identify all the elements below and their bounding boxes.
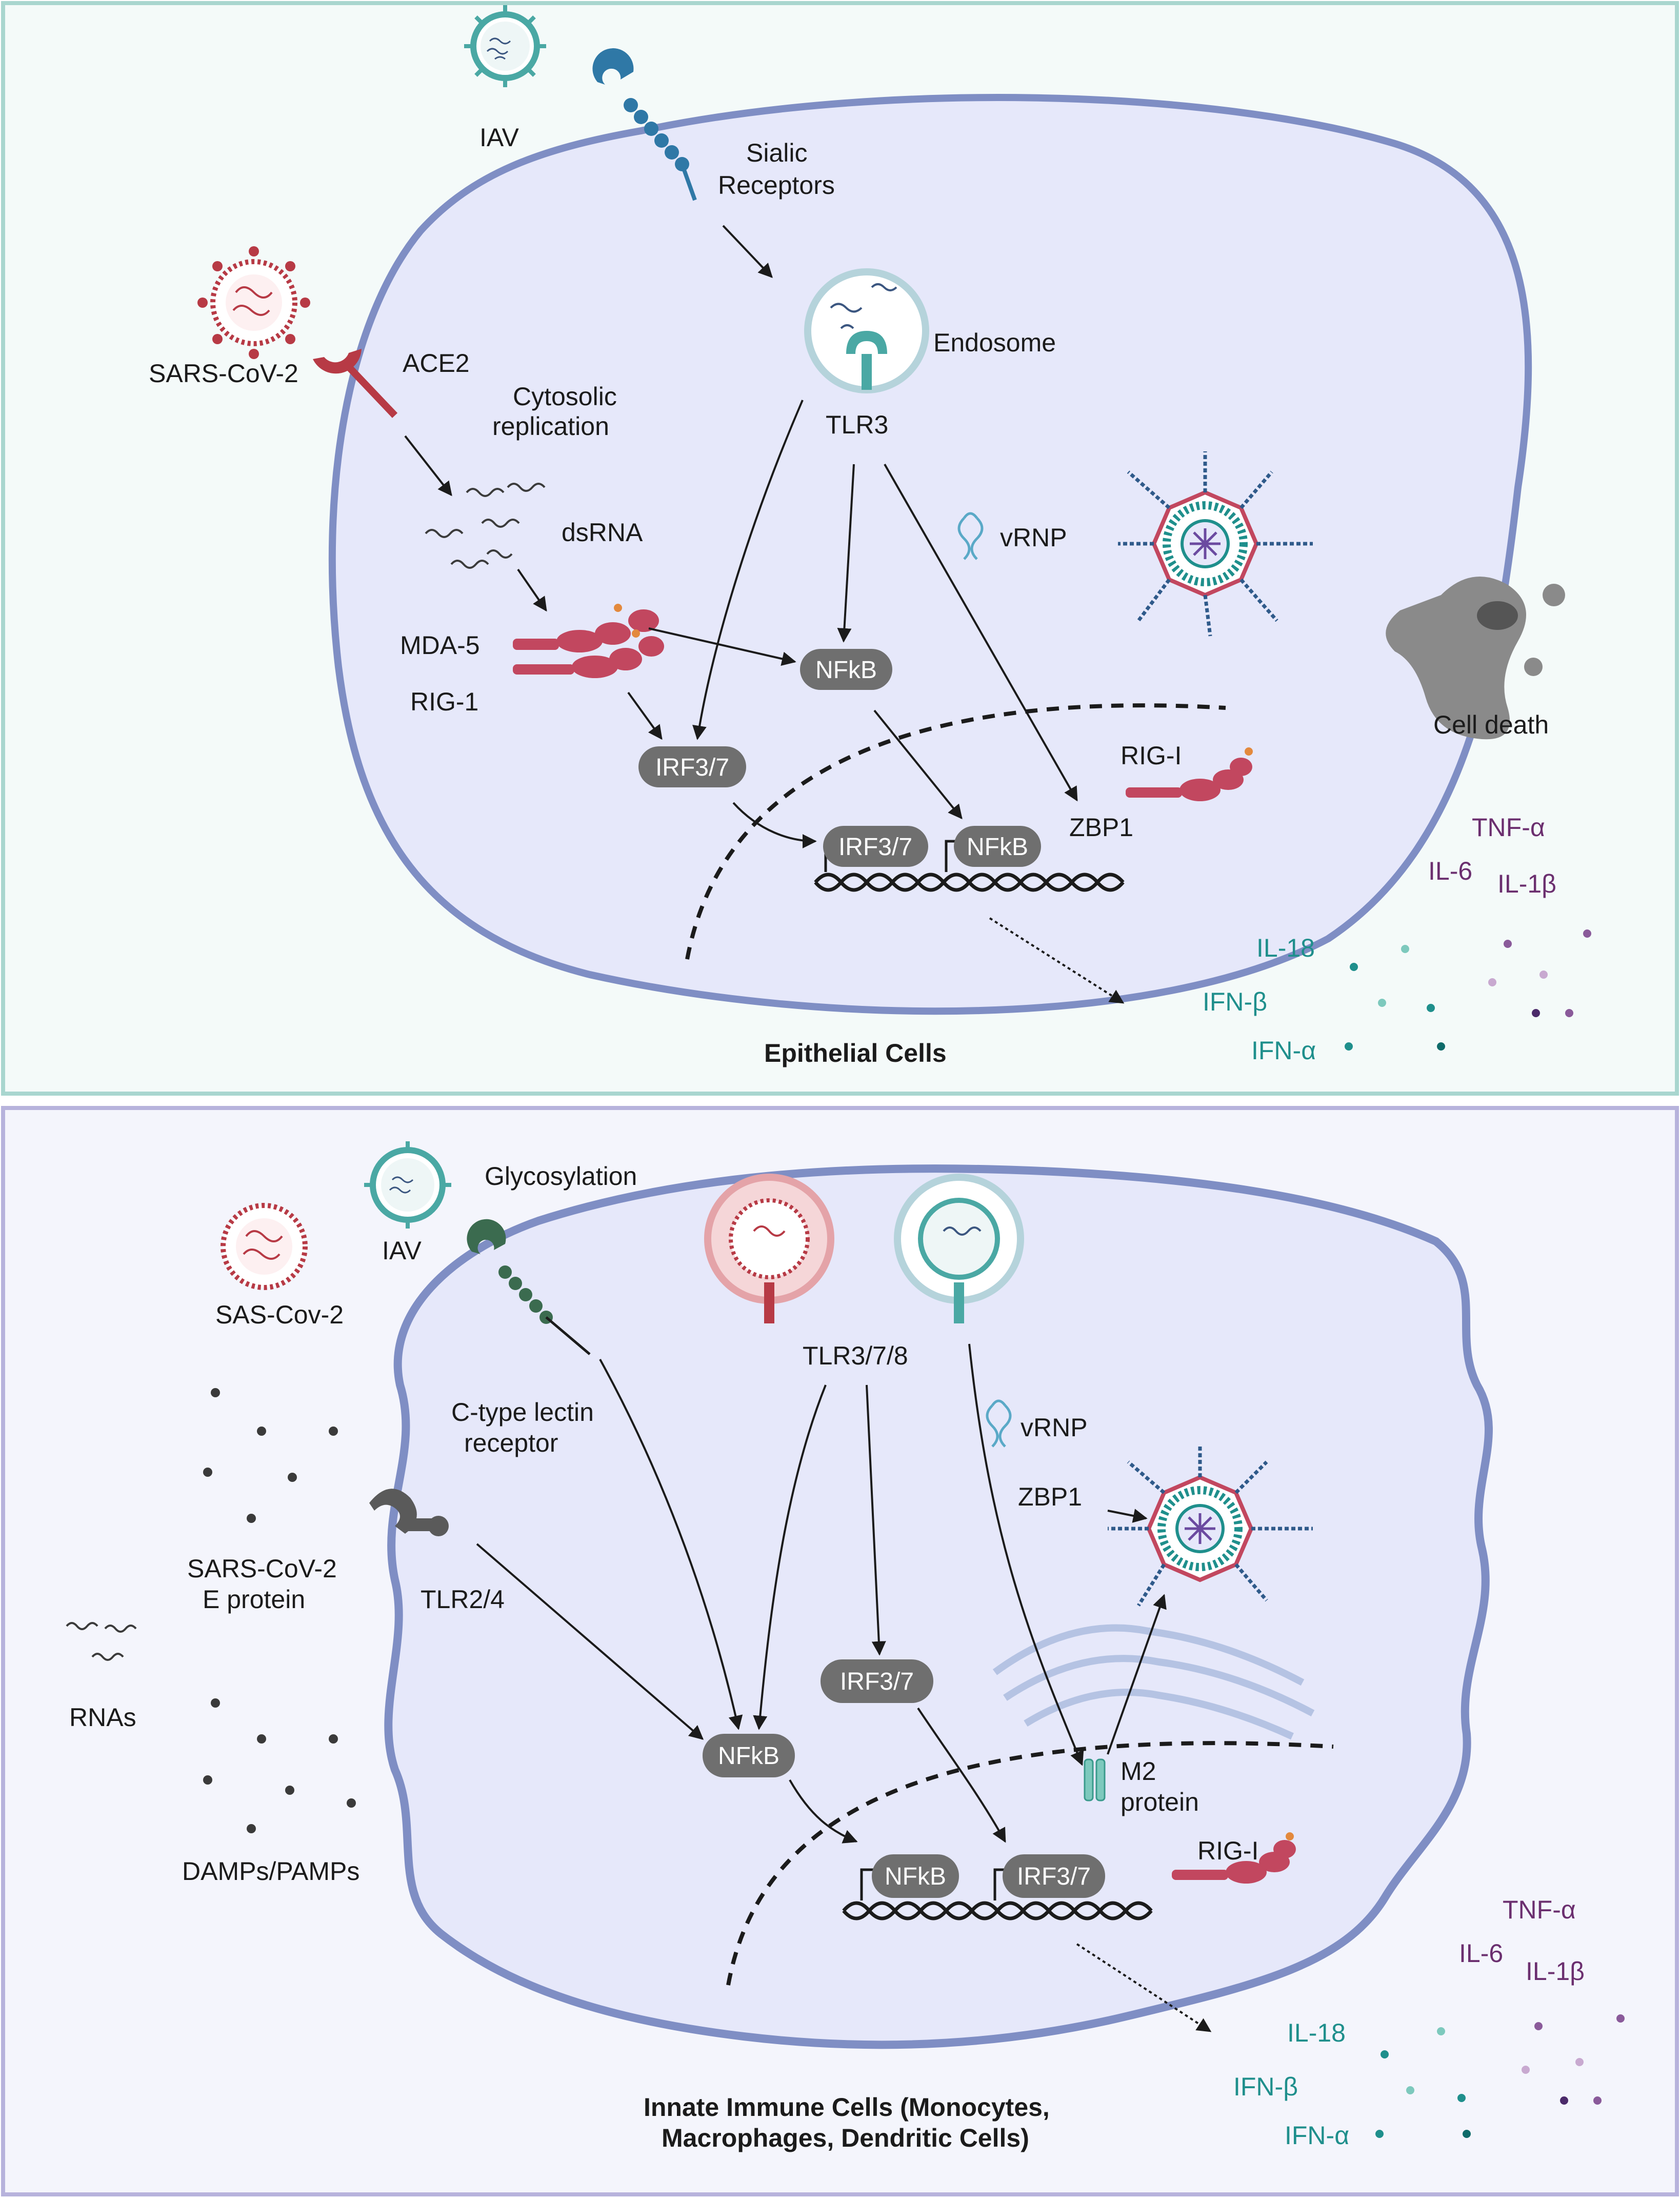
- top-nfkb-box: NFkB: [800, 649, 892, 690]
- bottom-iav-virus-icon: [364, 1141, 451, 1229]
- damp-pamp-dots: [203, 1388, 356, 1833]
- sascov2-label: SAS-Cov-2: [215, 1300, 344, 1329]
- top-ifnb-label: IFN-β: [1203, 987, 1267, 1016]
- bottom-irf37-nucleus-box: IRF3/7: [1003, 1854, 1105, 1898]
- top-iav-label: IAV: [479, 123, 519, 152]
- top-rigi-icon: [1126, 747, 1253, 801]
- bottom-zbp1-label: ZBP1: [1018, 1482, 1082, 1511]
- bottom-pathway-arrows: [476, 1343, 1167, 1844]
- bottom-cytokine-dots: [1375, 2014, 1625, 2138]
- sars-endosome-icon: [704, 1174, 834, 1323]
- svg-text:NFkB: NFkB: [885, 1863, 946, 1890]
- bottom-nfkb-box: NFkB: [703, 1734, 795, 1777]
- top-il6-label: IL-6: [1428, 857, 1472, 885]
- top-panel-title: Epithelial Cells: [764, 1039, 947, 1067]
- bottom-panel-title-2: Macrophages, Dendritic Cells): [662, 2124, 1029, 2152]
- top-dna-icon: [814, 873, 1125, 892]
- top-il18-label: IL-18: [1256, 934, 1315, 962]
- bottom-virion-assembly-icon: [1108, 1447, 1313, 1607]
- cell-death-icon: [1386, 577, 1565, 740]
- endosome-label: Endosome: [933, 328, 1056, 357]
- top-pathway-arrows: [404, 225, 1078, 848]
- ctype-label-2: receptor: [464, 1429, 558, 1457]
- bottom-ifnb-label: IFN-β: [1233, 2072, 1298, 2101]
- svg-text:NFkB: NFkB: [815, 657, 877, 684]
- bottom-iav-label: IAV: [382, 1236, 422, 1265]
- cytosolic-label-2: replication: [492, 412, 609, 441]
- eprotein-label-1: SARS-CoV-2: [187, 1554, 337, 1583]
- bottom-vrnp-label: vRNP: [1021, 1413, 1088, 1442]
- tlr24-label: TLR2/4: [421, 1585, 505, 1614]
- damps-label: DAMPs/PAMPs: [182, 1857, 359, 1886]
- top-il1b-label: IL-1β: [1497, 869, 1556, 898]
- bottom-tnfa-label: TNF-α: [1503, 1895, 1576, 1924]
- sialic-label-1: Sialic: [746, 138, 807, 167]
- ace2-receptor-icon: [313, 349, 398, 418]
- bottom-vrnp-icon: [986, 1399, 1012, 1448]
- bottom-nuclear-membrane: [726, 1741, 1334, 1986]
- top-secretion-arrow: [989, 917, 1125, 1004]
- top-tnfa-label: TNF-α: [1472, 813, 1545, 842]
- ace2-label: ACE2: [403, 349, 470, 378]
- top-rigi-label: RIG-I: [1121, 741, 1182, 770]
- bottom-panel-title-1: Innate Immune Cells (Monocytes,: [644, 2093, 1050, 2122]
- bottom-rigi-label: RIG-I: [1197, 1836, 1258, 1865]
- rnas-icon: [66, 1622, 137, 1661]
- top-nuclear-membrane: [685, 703, 1226, 960]
- c-type-lectin-receptor-icon: [467, 1219, 591, 1355]
- bottom-dna-icon: [842, 1901, 1153, 1920]
- iav-virus-icon: [464, 5, 546, 87]
- iav-endosome-icon: [894, 1174, 1024, 1323]
- bottom-rigi-icon: [1172, 1832, 1296, 1884]
- svg-text:IRF3/7: IRF3/7: [838, 834, 912, 861]
- bottom-secretion-arrow: [1076, 1943, 1212, 2032]
- ctype-label-1: C-type lectin: [451, 1398, 594, 1427]
- sialic-label-2: Receptors: [718, 171, 835, 200]
- golgi-er-icon: [992, 1624, 1315, 1740]
- m2-protein-icon: [1084, 1758, 1106, 1801]
- tlr24-receptor-icon: [369, 1489, 449, 1536]
- glycosylation-label: Glycosylation: [485, 1162, 637, 1191]
- m2-label-2: protein: [1121, 1788, 1199, 1816]
- cytosolic-label-1: Cytosolic: [513, 382, 617, 411]
- bottom-il6-label: IL-6: [1459, 1939, 1503, 1968]
- bottom-ifna-label: IFN-α: [1285, 2121, 1349, 2150]
- eprotein-label-2: E protein: [203, 1585, 305, 1614]
- bottom-irf37-box: IRF3/7: [821, 1659, 933, 1703]
- m2-label-1: M2: [1121, 1757, 1156, 1786]
- dsrna-label: dsRNA: [562, 518, 643, 547]
- top-ifna-label: IFN-α: [1251, 1036, 1316, 1065]
- virion-assembly-icon: [1118, 451, 1313, 637]
- top-sarscov2-label: SARS-CoV-2: [149, 359, 298, 388]
- svg-text:NFkB: NFkB: [967, 834, 1028, 861]
- top-cytokine-dots: [1345, 929, 1591, 1051]
- sialic-receptor-icon: [592, 48, 697, 201]
- rnas-label: RNAs: [69, 1703, 136, 1732]
- bottom-il18-label: IL-18: [1287, 2018, 1346, 2047]
- cell-death-label: Cell death: [1433, 710, 1549, 739]
- mda5-label: MDA-5: [400, 631, 480, 660]
- svg-text:IRF3/7: IRF3/7: [655, 754, 729, 781]
- svg-text:IRF3/7: IRF3/7: [1017, 1863, 1091, 1890]
- sars-cov-2-virus-icon: [197, 246, 310, 359]
- tlr3-label: TLR3: [826, 410, 888, 439]
- tlr378-label: TLR3/7/8: [803, 1341, 908, 1370]
- top-vrnp-label: vRNP: [1000, 523, 1067, 552]
- svg-text:NFkB: NFkB: [718, 1742, 779, 1770]
- top-irf37-box: IRF3/7: [638, 746, 746, 787]
- dsrna-icon: [425, 483, 546, 569]
- rig1-label: RIG-1: [410, 687, 478, 716]
- bottom-nfkb-nucleus-box: NFkB: [872, 1854, 959, 1898]
- vrnp-icon: [957, 512, 984, 560]
- immune-cell: [384, 1164, 1493, 2049]
- bottom-il1b-label: IL-1β: [1526, 1957, 1585, 1986]
- bottom-sars-cov-2-virus-icon: [221, 1203, 308, 1290]
- svg-text:IRF3/7: IRF3/7: [840, 1668, 914, 1695]
- endosome-icon: [804, 268, 929, 393]
- top-nfkb-nucleus-box: NFkB: [954, 826, 1041, 867]
- top-irf37-nucleus-box: IRF3/7: [823, 826, 928, 867]
- top-zbp1-label: ZBP1: [1069, 813, 1133, 842]
- mda5-rig1-protein-icon: [513, 604, 664, 678]
